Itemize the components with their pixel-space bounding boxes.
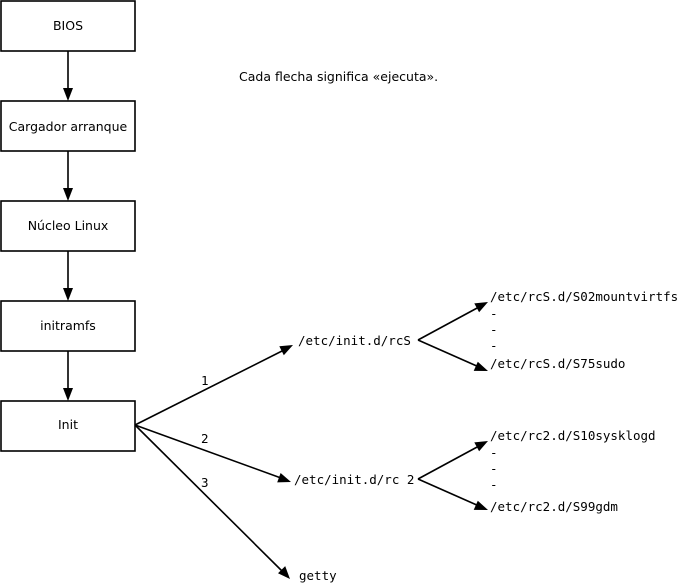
arrow-rc2-to-first (417, 441, 488, 480)
arrow-init-to-rcs (134, 345, 293, 426)
rc2-ellipsis-2: - (490, 461, 498, 476)
script-rc2: /etc/init.d/rc 2 (294, 472, 414, 487)
arrow-rcs-to-first (417, 302, 488, 341)
arrow-rc2-to-last (417, 478, 488, 510)
rcs-ellipsis-3: - (490, 338, 498, 353)
script-getty: getty (299, 568, 337, 583)
rcs-last-entry: /etc/rcS.d/S75sudo (490, 356, 625, 371)
box-kernel-label: Núcleo Linux (28, 218, 109, 233)
box-kernel: Núcleo Linux (0, 200, 136, 252)
legend-note: Cada flecha significa «ejecuta». (239, 69, 438, 84)
box-bios-label: BIOS (53, 18, 83, 33)
rc2-ellipsis-3: - (490, 477, 498, 492)
box-init: Init (0, 400, 136, 452)
box-init-label: Init (58, 417, 78, 432)
rcs-ellipsis-2: - (490, 322, 498, 337)
box-bootloader: Cargador arranque (0, 100, 136, 152)
rcs-first-entry: /etc/rcS.d/S02mountvirtfs (490, 289, 678, 304)
rc2-last-entry: /etc/rc2.d/S99gdm (490, 499, 618, 514)
rc2-first-entry: /etc/rc2.d/S10sysklogd (490, 428, 656, 443)
rcs-ellipsis-1: - (490, 306, 498, 321)
arrow-kernel-to-initramfs (63, 251, 73, 301)
order-number-1: 1 (201, 373, 209, 388)
arrow-init-to-rc2 (134, 424, 291, 483)
script-rcs: /etc/init.d/rcS (298, 333, 411, 348)
arrow-bios-to-bootloader (63, 51, 73, 101)
box-bootloader-label: Cargador arranque (9, 119, 128, 134)
arrow-init-to-getty (134, 424, 290, 579)
order-number-3: 3 (201, 475, 209, 490)
arrow-rcs-to-last (417, 339, 488, 371)
rc2-ellipsis-1: - (490, 445, 498, 460)
box-initramfs: initramfs (0, 300, 136, 352)
box-bios: BIOS (0, 0, 136, 52)
order-number-2: 2 (201, 431, 209, 446)
arrow-bootloader-to-kernel (63, 151, 73, 201)
arrow-initramfs-to-init (63, 351, 73, 401)
box-initramfs-label: initramfs (40, 318, 96, 333)
